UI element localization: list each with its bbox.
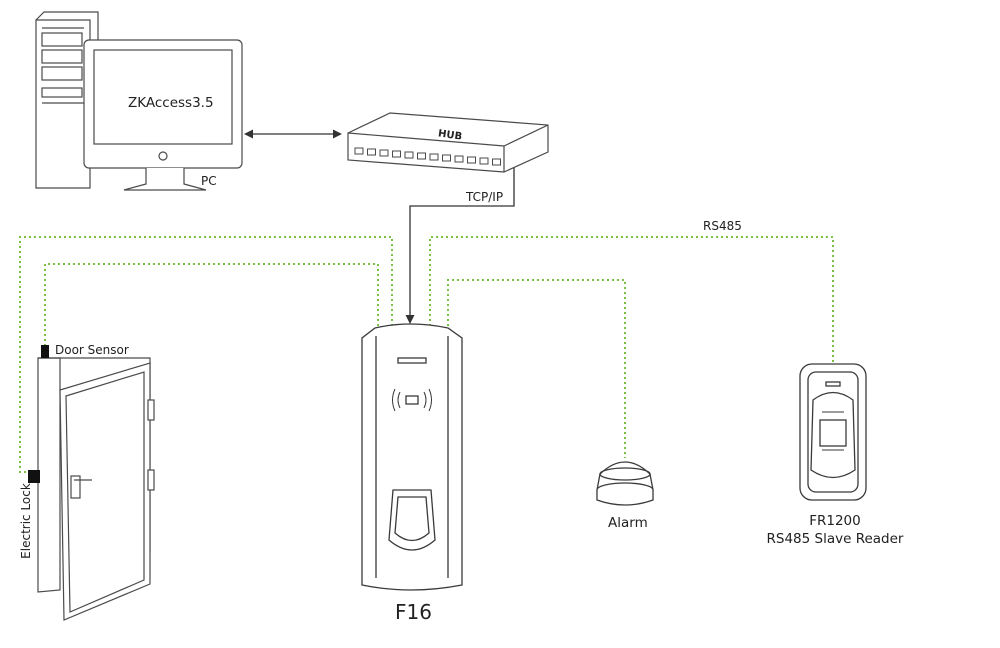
hub-port	[392, 150, 401, 158]
electric-lock-wire	[19, 236, 393, 473]
hub-port	[354, 147, 364, 155]
pc-label: PC	[201, 174, 217, 188]
alarm-wire	[447, 279, 626, 458]
alarm-label: Alarm	[608, 515, 648, 531]
hub-ports	[354, 147, 501, 166]
fr1200-reader-icon	[799, 363, 867, 501]
reader-model-label: FR1200	[809, 513, 861, 529]
pc-tower-icon	[35, 11, 99, 189]
hub-port	[404, 151, 414, 159]
hub-port	[442, 154, 451, 162]
door-icon	[37, 357, 155, 621]
hub-port	[367, 148, 376, 156]
pc-screen-text: ZKAccess3.5	[128, 95, 214, 111]
rs485-label: RS485	[703, 219, 742, 233]
tcp-ip-link	[405, 168, 515, 324]
hub-port	[492, 158, 501, 166]
hub-port	[454, 155, 464, 163]
hub-port	[417, 152, 426, 160]
hub-icon	[347, 112, 549, 173]
alarm-icon	[596, 461, 654, 506]
hub-port	[429, 153, 439, 161]
door-sensor-wire	[44, 263, 379, 346]
door-sensor-label: Door Sensor	[55, 343, 129, 357]
door-sensor-icon	[41, 345, 49, 358]
wiring	[19, 236, 834, 473]
reader-description-label: RS485 Slave Reader	[766, 531, 904, 547]
pc-monitor-icon	[83, 39, 243, 191]
hub-port	[467, 156, 476, 164]
hub-port	[379, 149, 389, 157]
f16-device-icon	[361, 323, 463, 591]
hub-port	[479, 157, 489, 165]
rs485-wire	[429, 236, 834, 364]
electric-lock-label: Electric Lock	[18, 483, 33, 559]
f16-label: F16	[395, 600, 432, 624]
tcp-ip-label: TCP/IP	[466, 190, 504, 204]
electric-lock-icon	[28, 470, 40, 483]
